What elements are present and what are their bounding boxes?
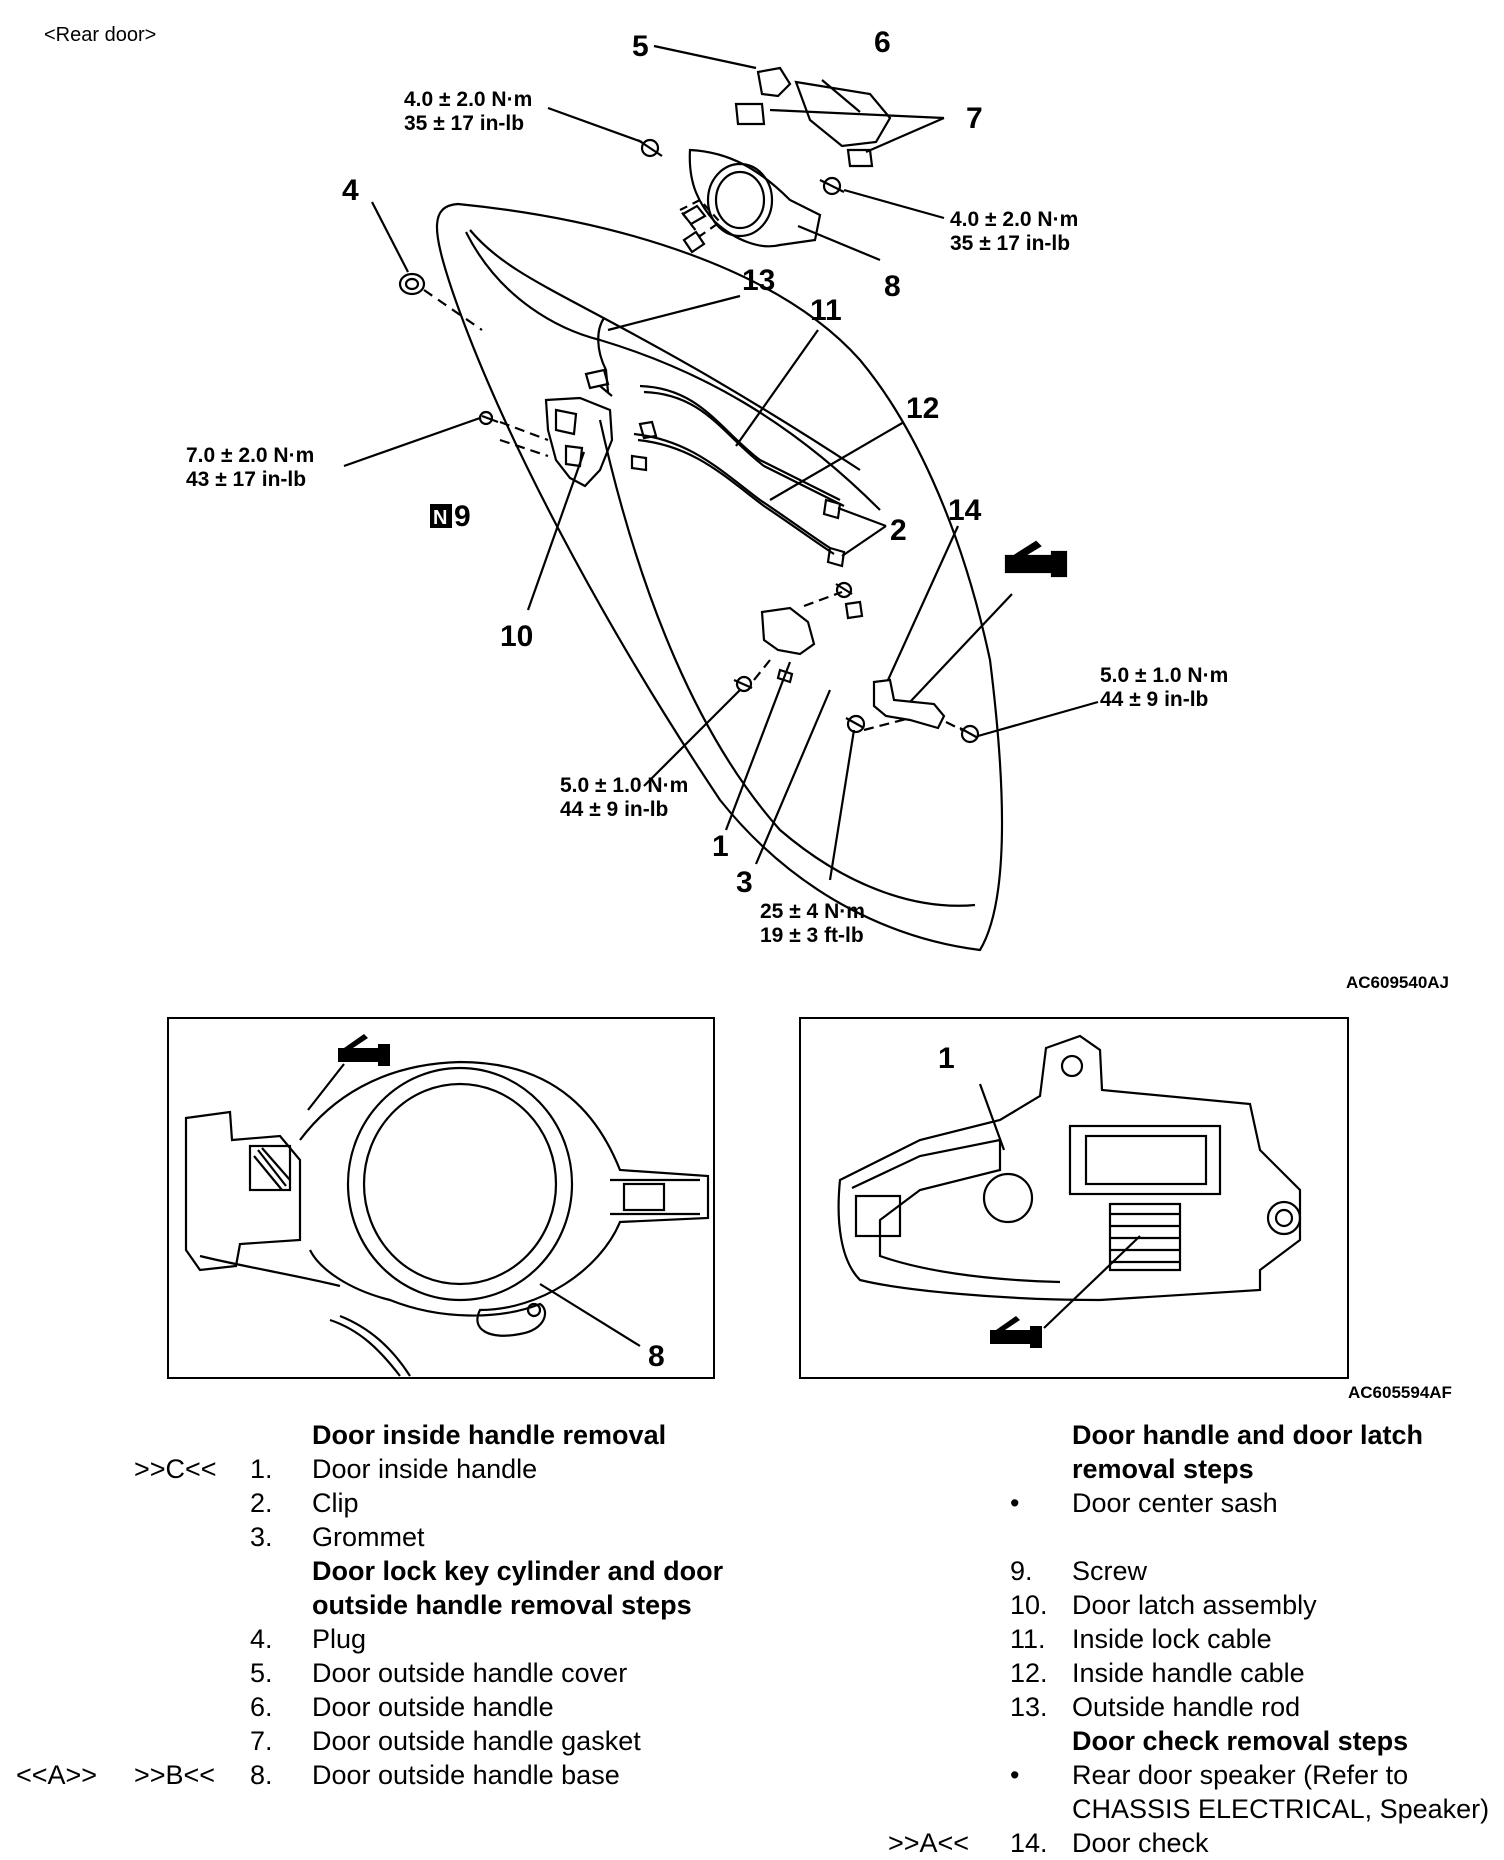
label-10: 10 xyxy=(500,620,533,653)
torque-latch-nm: 7.0 ± 2.0 N·m xyxy=(186,444,314,467)
torque-handle-nm: 5.0 ± 1.0 N·m xyxy=(560,774,688,797)
gasket-a xyxy=(734,102,766,126)
door-latch xyxy=(544,396,614,488)
inside-handle-detail xyxy=(837,1034,1302,1329)
label-11: 11 xyxy=(810,294,842,327)
list-spacer xyxy=(740,1520,1500,1554)
left-parts-list: Door inside handle removal >>C<< 1. Door… xyxy=(0,1418,740,1792)
torque-bottom-nm: 25 ± 4 N·m xyxy=(760,900,865,923)
list-item: 10. Door latch assembly xyxy=(1010,1590,1317,1620)
label-14: 14 xyxy=(948,494,982,527)
list-heading: Door lock key cylinder and door xyxy=(312,1556,724,1586)
outside-handle xyxy=(794,80,892,148)
list-item: 4. Plug xyxy=(250,1624,367,1654)
label-1: 1 xyxy=(712,830,729,863)
label-6: 6 xyxy=(874,26,891,59)
detail-left-label: 8 xyxy=(648,1340,665,1373)
torque-handle-inlb: 44 ± 9 in-lb xyxy=(560,798,668,821)
n-mark: N xyxy=(433,507,447,529)
list-heading: Door handle and door latch xyxy=(1072,1420,1424,1450)
list-heading: removal steps xyxy=(1072,1454,1254,1484)
list-item: • Rear door speaker (Refer to xyxy=(1010,1760,1409,1790)
torque-check-nm: 5.0 ± 1.0 N·m xyxy=(1100,664,1228,687)
list-item: 12. Inside handle cable xyxy=(1010,1658,1305,1688)
list-item-continued: CHASSIS ELECTRICAL, Speaker) xyxy=(1072,1794,1490,1824)
outside-handle-base-detail xyxy=(184,1060,710,1377)
torque-latch-inlb: 43 ± 17 in-lb xyxy=(186,468,306,491)
detail-box-right xyxy=(799,1017,1349,1379)
list-item: 13. Outside handle rod xyxy=(1010,1692,1301,1722)
label-9: 9 xyxy=(454,500,471,533)
grease-gun-icon-right xyxy=(990,1316,1042,1348)
outside-handle-rod xyxy=(597,317,610,393)
list-item: 11. Inside lock cable xyxy=(1010,1624,1272,1654)
door-check xyxy=(872,678,946,730)
label-13: 13 xyxy=(742,264,775,297)
list-item: 6. Door outside handle xyxy=(250,1692,554,1722)
torque-top-nm: 4.0 ± 2.0 N·m xyxy=(404,88,532,111)
list-item: 2. Clip xyxy=(250,1488,359,1518)
label-7: 7 xyxy=(966,102,983,135)
plug xyxy=(398,272,426,296)
grease-gun-icon-left xyxy=(307,1034,390,1111)
inside-handle-cable xyxy=(633,432,831,549)
label-4: 4 xyxy=(342,174,359,207)
list-item: 9. Screw xyxy=(1010,1556,1148,1586)
list-item: 7. Door outside handle gasket xyxy=(250,1726,641,1756)
latch-screw xyxy=(481,414,499,424)
page-title: <Rear door> xyxy=(44,24,157,46)
list-item: >>C<< 1. Door inside handle xyxy=(134,1454,538,1484)
torque-right-nm: 4.0 ± 2.0 N·m xyxy=(950,208,1078,231)
door-frame-inner xyxy=(465,231,881,511)
list-item: 5. Door outside handle cover xyxy=(250,1658,628,1688)
list-item: >>A<< 14. Door check xyxy=(888,1828,1209,1858)
outside-handle-cover xyxy=(756,66,792,98)
list-item: <<A>> >>B<< 8. Door outside handle base xyxy=(16,1760,620,1790)
n-mark-box xyxy=(430,504,452,528)
list-heading: Door inside handle removal xyxy=(312,1420,667,1450)
detail-box-left xyxy=(167,1017,715,1379)
label-2: 2 xyxy=(890,514,907,547)
grease-gun-icon-main xyxy=(1004,540,1068,578)
list-item: • Door center sash xyxy=(1010,1488,1278,1518)
torque-check-inlb: 44 ± 9 in-lb xyxy=(1100,688,1208,711)
torque-right-inlb: 35 ± 17 in-lb xyxy=(950,232,1070,255)
figure-code-bottom: AC605594AF xyxy=(1348,1383,1452,1402)
label-8: 8 xyxy=(884,270,901,303)
right-parts-list: Door handle and door latch removal steps… xyxy=(740,1418,1500,1860)
torque-bottom-ftlb: 19 ± 3 ft-lb xyxy=(760,924,864,947)
detail-right-label: 1 xyxy=(938,1042,955,1075)
inside-lock-cable xyxy=(639,384,841,501)
list-heading: outside handle removal steps xyxy=(312,1590,692,1620)
list-item: 3. Grommet xyxy=(250,1522,425,1552)
label-12: 12 xyxy=(906,392,939,425)
torque-top-inlb: 35 ± 17 in-lb xyxy=(404,112,524,135)
label-3: 3 xyxy=(736,866,753,899)
label-5: 5 xyxy=(632,30,649,63)
gasket-b xyxy=(846,148,874,168)
door-frame-outline xyxy=(435,202,1003,952)
door-inside-handle xyxy=(760,606,816,656)
list-heading: Door check removal steps xyxy=(1072,1726,1409,1756)
door-bottom-curve xyxy=(598,419,976,907)
figure-code-top: AC609540AJ xyxy=(1346,973,1449,992)
